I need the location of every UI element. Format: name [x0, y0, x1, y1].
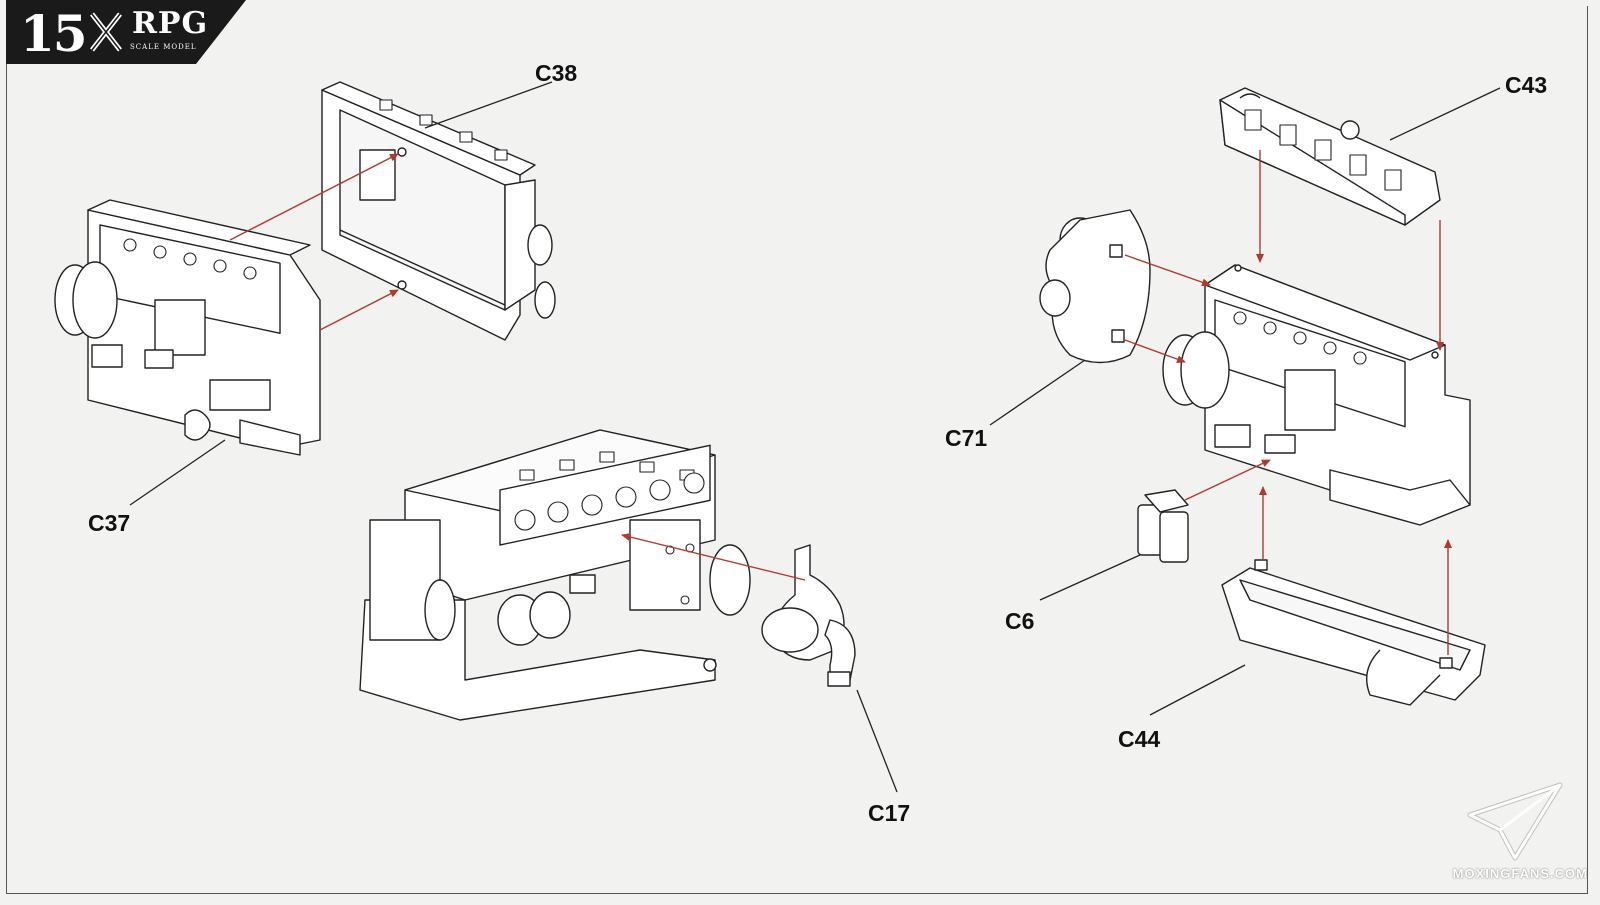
- leader-c43: [1389, 87, 1501, 141]
- assembly-arrows: [229, 150, 1452, 655]
- leader-c38: [424, 81, 553, 129]
- label-c44: C44: [1118, 726, 1161, 752]
- part-c38-drawing: [321, 81, 556, 341]
- brand-subtitle: SCALE MODEL: [130, 43, 197, 51]
- label-c71: C71: [945, 425, 988, 451]
- label-c37: C37: [88, 510, 131, 536]
- watermark-text: MOXINGFANS.COM: [1452, 866, 1588, 881]
- part-c37-drawing: [54, 199, 321, 456]
- part-c71-drawing: [1039, 209, 1151, 364]
- header-badge-shape: [6, 0, 246, 64]
- brand-logo-text: RPG: [132, 6, 209, 41]
- label-c38: C38: [535, 60, 578, 86]
- page-frame: [6, 6, 1588, 894]
- part-c6-drawing: [1137, 489, 1189, 563]
- part-c44-drawing: [1221, 559, 1486, 706]
- leader-c71: [989, 359, 1086, 426]
- part-c17-drawing: [761, 544, 856, 687]
- right-engine-block-drawing: [1162, 264, 1471, 526]
- leader-c37: [129, 439, 226, 506]
- label-c17: C17: [868, 800, 911, 826]
- step-header: 15 RPG SCALE MODEL: [6, 0, 246, 64]
- crossed-swords-icon: [88, 10, 124, 54]
- part-c43-drawing: [1219, 87, 1441, 226]
- leader-c17: [856, 689, 898, 793]
- label-c6: C6: [1005, 608, 1035, 634]
- leader-c44: [1149, 664, 1246, 716]
- label-c43: C43: [1505, 72, 1548, 98]
- paper-plane-icon: [1467, 782, 1563, 861]
- assembled-engine-drawing: [359, 429, 751, 721]
- leader-lines: [129, 81, 1501, 793]
- step-number: 15: [20, 4, 88, 63]
- leader-c6: [1039, 554, 1141, 601]
